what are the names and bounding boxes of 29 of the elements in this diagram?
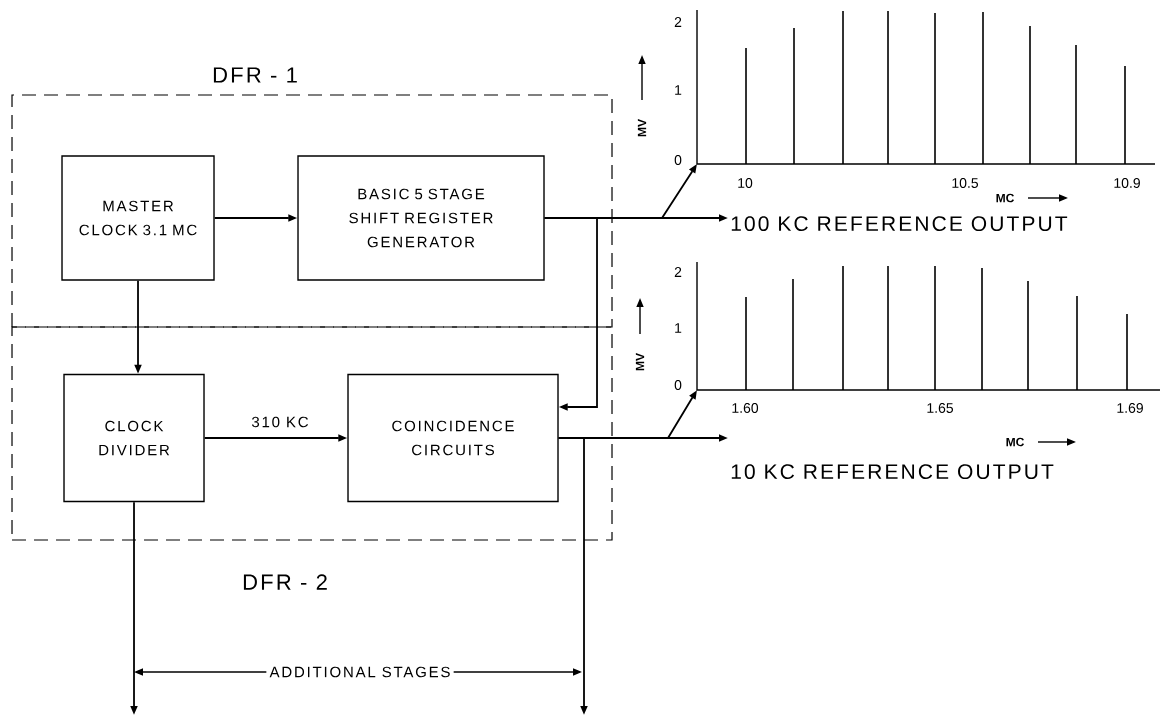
tick-label: 1	[675, 323, 682, 333]
arrow	[543, 217, 598, 411]
node-label: DFR - 1	[213, 67, 297, 83]
tick-label: 1.65	[927, 403, 954, 413]
tick-label: 10.9	[1114, 178, 1140, 188]
tick-label: 1	[675, 85, 682, 95]
process-box: CLOCK DIVIDER	[63, 373, 205, 503]
tick-label: 10	[738, 178, 753, 188]
node-label: DFR - 2	[243, 574, 327, 590]
output-label: 100 KC REFERENCE OUTPUT	[731, 216, 1068, 232]
tick-label: 1.69	[1117, 403, 1143, 413]
output-label: 10 KC REFERENCE OUTPUT	[731, 464, 1054, 480]
axis-label: MC	[1006, 437, 1024, 447]
spectrum-plot-drawing	[696, 9, 1156, 165]
tick-label: 1.60	[732, 403, 759, 413]
axis-label: MV	[635, 353, 645, 371]
process-box: COINCIDENCE CIRCUITS	[347, 373, 559, 503]
axis-label: MV	[637, 119, 647, 137]
process-box: BASIC 5 STAGE SHIFT REGISTER GENERATOR	[297, 155, 545, 281]
tick-label: 2	[674, 17, 682, 27]
spectrum-plot-drawing	[696, 261, 1161, 391]
axis-label: MC	[996, 193, 1014, 203]
edge-label: 310 KC	[249, 414, 311, 430]
process-box: MASTER CLOCK 3.1 MC	[61, 155, 215, 281]
tick-label: 2	[674, 267, 682, 277]
tick-label: 0	[674, 155, 682, 165]
tick-label: 0	[674, 380, 682, 390]
annotation-label: ADDITIONAL STAGES	[269, 666, 450, 678]
tick-label: 10.5	[952, 178, 979, 188]
